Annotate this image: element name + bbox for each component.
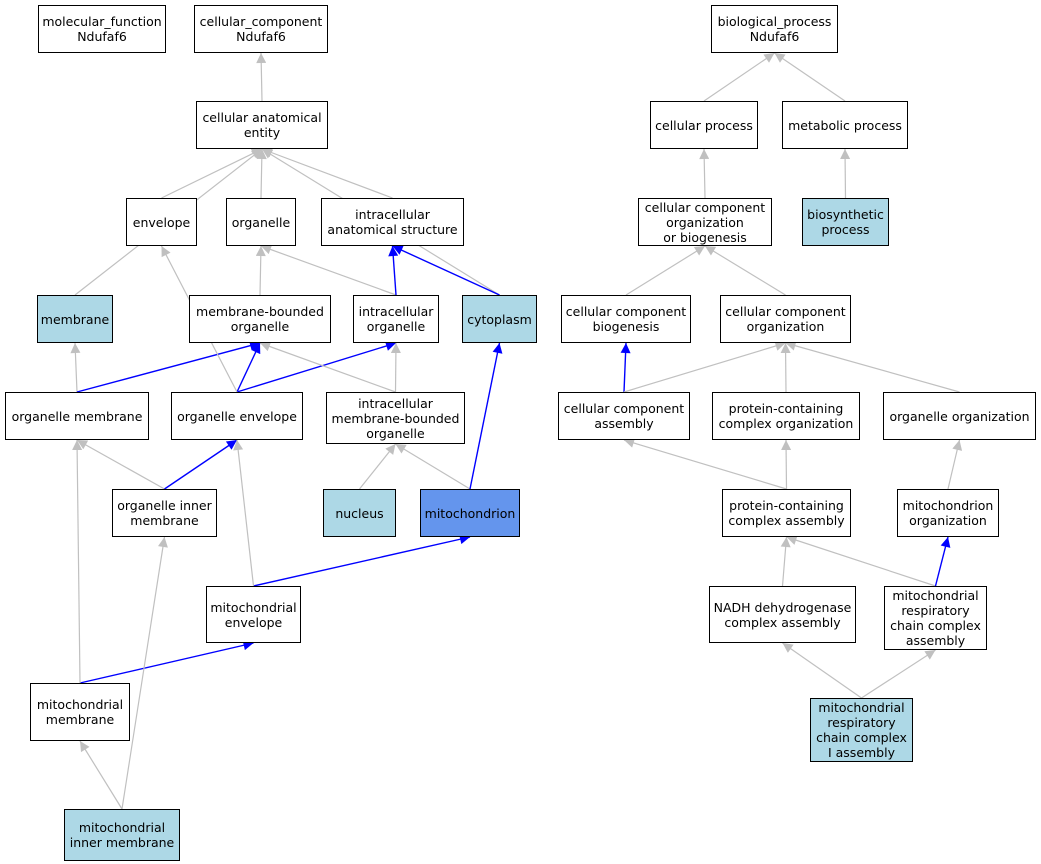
edge-mim-to-oim [121, 536, 168, 810]
term-node-bp[interactable]: biological_process Ndufaf6 [711, 5, 838, 53]
edge-oim-to-oe [164, 439, 238, 490]
term-node-cae[interactable]: cellular anatomical entity [196, 101, 328, 149]
term-node-ias[interactable]: intracellular anatomical structure [321, 198, 464, 246]
edge-io-to-org [260, 244, 397, 296]
term-node-mbo[interactable]: membrane-bounded organelle [189, 295, 331, 343]
edge-mrcca-to-mo [934, 536, 951, 587]
term-node-pcca[interactable]: protein-containing complex assembly [722, 489, 851, 537]
edge-pcco-to-cco [780, 342, 791, 393]
term-node-mp[interactable]: metabolic process [782, 101, 908, 149]
edge-cyt-to-ias [392, 245, 500, 296]
term-node-menv[interactable]: mitochondrial envelope [206, 586, 301, 643]
edge-io-to-ias [388, 245, 399, 296]
term-node-mim[interactable]: mitochondrial inner membrane [64, 809, 180, 861]
edge-cae-to-cc [256, 52, 267, 102]
term-node-nuc[interactable]: nucleus [323, 489, 396, 537]
edge-nuc-to-imbo [359, 443, 396, 490]
edge-ccob-to-cp [699, 148, 710, 199]
term-node-ndca[interactable]: NADH dehydrogenase complex assembly [709, 586, 856, 643]
term-node-cco[interactable]: cellular component organization [720, 295, 851, 343]
edge-mito-to-imbo [395, 443, 471, 490]
edge-mm-to-om [72, 439, 83, 684]
edge-cp-to-bp [703, 52, 775, 102]
term-node-org[interactable]: organelle [226, 198, 296, 246]
edge-mp-to-bp [774, 52, 846, 102]
edge-imbo-to-io [390, 342, 401, 393]
term-node-mrcca[interactable]: mitochondrial respiratory chain complex … [884, 586, 987, 650]
edge-ccb-to-ccob [625, 245, 706, 296]
edge-env-to-cae [161, 148, 263, 199]
edge-mrcca-to-pcca [786, 535, 936, 587]
edge-cca-to-cco [623, 341, 786, 393]
term-node-cyt[interactable]: cytoplasm [462, 295, 537, 343]
term-node-cca[interactable]: cellular component assembly [558, 392, 690, 440]
term-node-ccob[interactable]: cellular component organization or bioge… [638, 198, 772, 246]
edge-bio-to-mp [840, 148, 851, 199]
term-node-cc[interactable]: cellular_component Ndufaf6 [194, 5, 328, 53]
term-node-oim[interactable]: organelle inner membrane [112, 489, 217, 537]
edge-mm-to-menv [79, 640, 254, 684]
edge-mito-to-cyt [469, 342, 503, 490]
edge-pcca-to-cca [623, 438, 787, 490]
edge-menv-to-mito [253, 534, 471, 587]
term-node-imbo[interactable]: intracellular membrane-bounded organelle [326, 392, 465, 444]
edge-ndca-to-pcca [780, 536, 791, 587]
edge-oo-to-cco [785, 340, 960, 393]
edge-mrcc1-to-mrcca [861, 649, 936, 699]
term-node-mrcc1[interactable]: mitochondrial respiratory chain complex … [810, 698, 913, 762]
edge-mbo-to-org [255, 245, 266, 296]
term-node-bio[interactable]: biosynthetic process [802, 198, 889, 246]
edge-pcca-to-pcco [781, 439, 792, 490]
term-node-oo[interactable]: organelle organization [883, 392, 1036, 440]
term-node-mm[interactable]: mitochondrial membrane [30, 683, 130, 741]
term-node-mo[interactable]: mitochondrion organization [897, 489, 999, 537]
edge-mo-to-oo [947, 439, 963, 490]
edge-imbo-to-mbo [259, 341, 396, 393]
term-node-ccb[interactable]: cellular component biogenesis [561, 295, 691, 343]
term-node-env[interactable]: envelope [126, 198, 197, 246]
edge-ias-to-cae [261, 147, 393, 199]
edge-cca-to-ccb [620, 342, 631, 393]
term-node-oe[interactable]: organelle envelope [171, 392, 303, 440]
edge-oe-to-io [236, 341, 397, 393]
edge-oe-to-mbo [236, 342, 261, 393]
edge-om-to-mem [70, 342, 81, 393]
edge-oim-to-om [76, 439, 165, 490]
edge-org-to-cae [256, 148, 267, 199]
term-node-io[interactable]: intracellular organelle [353, 295, 439, 343]
edge-om-to-mbo [76, 340, 261, 393]
term-node-mito[interactable]: mitochondrion [420, 489, 520, 537]
term-node-cp[interactable]: cellular process [650, 101, 758, 149]
term-node-om[interactable]: organelle membrane [5, 392, 149, 440]
term-node-mem[interactable]: membrane [37, 295, 113, 343]
edge-mim-to-mm [79, 740, 123, 810]
edge-menv-to-oe [233, 439, 255, 587]
edge-mrcc1-to-ndca [782, 642, 862, 699]
edge-cco-to-ccob [704, 245, 786, 296]
term-node-pcco[interactable]: protein-containing complex organization [712, 392, 860, 440]
term-node-mf[interactable]: molecular_function Ndufaf6 [38, 5, 166, 53]
